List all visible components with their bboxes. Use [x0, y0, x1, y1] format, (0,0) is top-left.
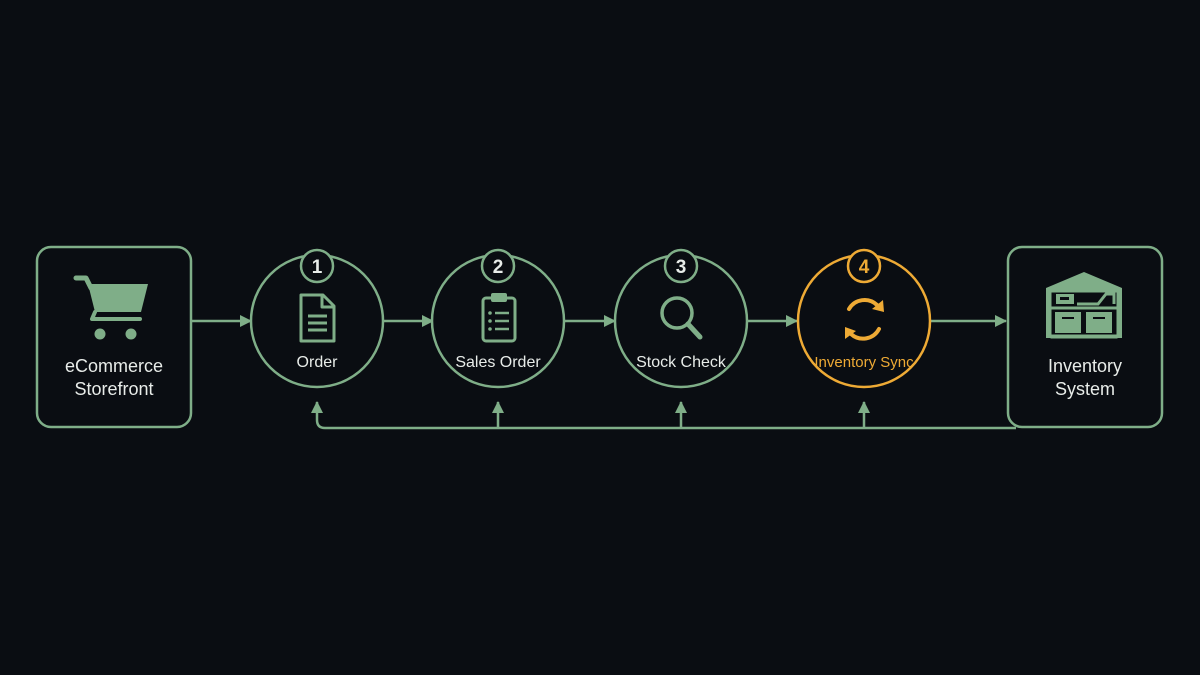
inventory-system-label-line1: Inventory	[1048, 356, 1122, 376]
search-icon	[660, 296, 703, 340]
step-inventory-sync-label: Inventory Sync	[814, 354, 914, 371]
inventory-system-node: Inventory System	[1006, 245, 1164, 429]
step-order-badge: 1	[299, 248, 335, 284]
step-order: Order 1	[249, 248, 385, 389]
storefront-label-line2: Storefront	[74, 379, 153, 399]
step-sales-order-label: Sales Order	[455, 354, 541, 371]
step-inventory-sync-badge: 4	[846, 248, 882, 284]
step-order-label: Order	[297, 354, 339, 371]
shopping-cart-icon	[73, 275, 148, 340]
storefront-label-line1: eCommerce	[65, 356, 163, 376]
step-sales-order-badge: 2	[480, 248, 516, 284]
step-inventory-sync: Inventory Sync 4	[796, 248, 932, 389]
feedback-loop-line	[311, 401, 1016, 430]
inventory-system-label-line2: System	[1055, 379, 1115, 399]
storefront-node: eCommerce Storefront	[35, 245, 193, 429]
step-inventory-sync-number: 4	[859, 257, 870, 278]
clipboard-icon	[481, 293, 517, 343]
step-sales-order: Sales Order 2	[430, 248, 566, 389]
step-stock-check-label: Stock Check	[636, 354, 727, 371]
step-stock-check: Stock Check 3	[613, 248, 749, 389]
warehouse-icon	[1046, 272, 1122, 339]
step-stock-check-number: 3	[676, 257, 687, 278]
step-order-number: 1	[312, 257, 323, 278]
step-sales-order-number: 2	[493, 257, 504, 278]
sync-icon	[845, 298, 884, 341]
document-icon	[299, 293, 336, 343]
step-stock-check-badge: 3	[663, 248, 699, 284]
